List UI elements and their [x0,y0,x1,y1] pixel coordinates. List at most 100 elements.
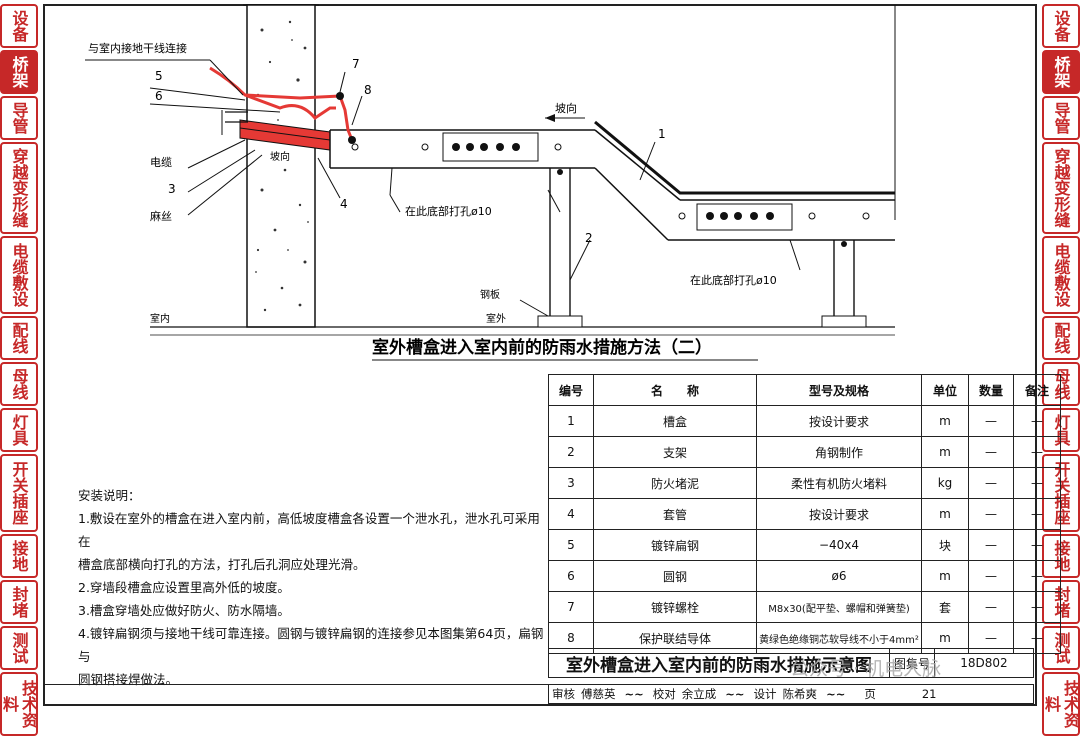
right-tab-12[interactable]: 技术资料 [1042,672,1080,736]
check-label: 校对 [652,687,676,701]
table-cell: 防火堵泥 [593,467,757,499]
table-cell: 1 [548,405,594,437]
checker-signature: ~~ [725,687,745,701]
table-cell: — [968,436,1014,468]
item-label-7: 7 [352,57,360,71]
table-cell: 镀锌扁钢 [593,529,757,561]
outdoor-label: 室外 [486,312,506,325]
table-cell: — [968,591,1014,623]
left-category-sidebar: 设备桥架导管穿越变形缝电缆敷设配线母线灯具开关插座接地封堵测试技术资料 [0,4,38,738]
callout-ground-trunk: 与室内接地干线连接 [88,41,187,55]
table-cell: 支架 [593,436,757,468]
sheet-title: 室外槽盒进入室内前的防雨水措施示意图 [549,649,890,677]
right-tab-5[interactable]: 配线 [1042,316,1080,360]
designer-name: 陈希爽 [782,687,818,701]
table-cell: — [1013,529,1061,561]
note-line: 4.镀锌扁钢须与接地干线可靠连接。圆钢与镀锌扁钢的连接参见本图集第64页，扁钢与 [78,626,544,664]
left-tab-12[interactable]: 技术资料 [0,672,38,736]
left-tab-10[interactable]: 封堵 [0,580,38,624]
design-label: 设计 [753,687,777,701]
left-tab-9[interactable]: 接地 [0,534,38,578]
table-cell: 镀锌螺栓 [593,591,757,623]
right-tab-2[interactable]: 导管 [1042,96,1080,140]
page-number: 21 [921,687,937,701]
notes-heading: 安装说明： [78,488,141,503]
left-tab-6[interactable]: 母线 [0,362,38,406]
table-cell: — [968,467,1014,499]
item-label-6: 6 [155,89,163,103]
right-tab-0[interactable]: 设备 [1042,4,1080,48]
table-cell: — [1013,622,1061,654]
hole-label-2: 在此底部打孔ø10 [690,273,777,287]
designer-signature: ~~ [826,687,846,701]
table-header-cell: 名 称 [593,374,757,406]
table-cell: 6 [548,560,594,592]
table-cell: m [921,436,969,468]
concrete-wall [246,4,316,328]
table-cell: m [921,498,969,530]
table-cell: 块 [921,529,969,561]
title-block: 室外槽盒进入室内前的防雨水措施示意图 图集号 18D802 [548,648,1034,704]
page-label: 页 [864,687,876,701]
item-label-2: 2 [585,231,593,245]
left-tab-5[interactable]: 配线 [0,316,38,360]
right-tab-1[interactable]: 桥架 [1042,50,1080,94]
item-label-4: 4 [340,197,348,211]
left-tab-11[interactable]: 测试 [0,626,38,670]
bottom-border [45,684,548,705]
table-cell: 套 [921,591,969,623]
note-line: 槽盒底部横向打孔的方法，打孔后孔洞应处理光滑。 [78,557,366,572]
table-cell: 3 [548,467,594,499]
table-cell: ø6 [756,560,922,592]
plate-label: 钢板 [480,288,500,301]
table-header-cell: 备注 [1013,374,1061,406]
table-cell: m [921,405,969,437]
table-header-cell: 型号及规格 [756,374,922,406]
cable-label: 电缆 [150,156,172,169]
watermark: 公众号 · 机电人脉 [790,658,942,680]
signature-row: 审核 傅慈英 ~~ 校对 余立成 ~~ 设计 陈希爽 ~~ 页 21 [548,684,1034,704]
table-cell: — [1013,498,1061,530]
item-label-8: 8 [364,83,372,97]
slope-label-wall: 坡向 [270,150,290,163]
right-tab-4[interactable]: 电缆敷设 [1042,236,1080,314]
left-tab-1[interactable]: 桥架 [0,50,38,94]
slope-label-tray: 坡向 [555,101,577,115]
left-tab-0[interactable]: 设备 [0,4,38,48]
table-cell: — [968,560,1014,592]
table-cell: 7 [548,591,594,623]
item-label-1: 1 [658,127,666,141]
table-cell: — [1013,405,1061,437]
drawing-title: 室外槽盒进入室内前的防雨水措施方法（二） [372,337,712,358]
table-cell: 套管 [593,498,757,530]
left-tab-3[interactable]: 穿越变形缝 [0,142,38,234]
left-tab-2[interactable]: 导管 [0,96,38,140]
right-tab-3[interactable]: 穿越变形缝 [1042,142,1080,234]
left-tab-4[interactable]: 电缆敷设 [0,236,38,314]
atlas-no: 18D802 [960,656,1008,670]
note-line: 圆钢搭接焊做法。 [78,672,179,687]
left-tab-8[interactable]: 开关插座 [0,454,38,532]
table-header-cell: 数量 [968,374,1014,406]
atlas-no-label: 图集号 [890,649,935,677]
left-tab-7[interactable]: 灯具 [0,408,38,452]
cable-tray [329,129,895,241]
table-cell: 4 [548,498,594,530]
table-cell: 2 [548,436,594,468]
table-cell: m [921,560,969,592]
note-line: 2.穿墙段槽盒应设置里高外低的坡度。 [78,580,290,595]
table-cell: — [968,405,1014,437]
checker-name: 余立成 [681,687,717,701]
installation-diagram: 与室内接地干线连接 5 6 7 8 电缆 3 麻丝 坡向 4 坡向 1 在此底部… [85,4,896,361]
table-cell: 5 [548,529,594,561]
item-label-3: 3 [168,182,176,196]
note-line: 1.敷设在室外的槽盒在进入室内前，高低坡度槽盒各设置一个泄水孔，泄水孔可采用在 [78,511,540,549]
drawing-frame [43,4,1037,706]
support-brackets [549,168,855,316]
